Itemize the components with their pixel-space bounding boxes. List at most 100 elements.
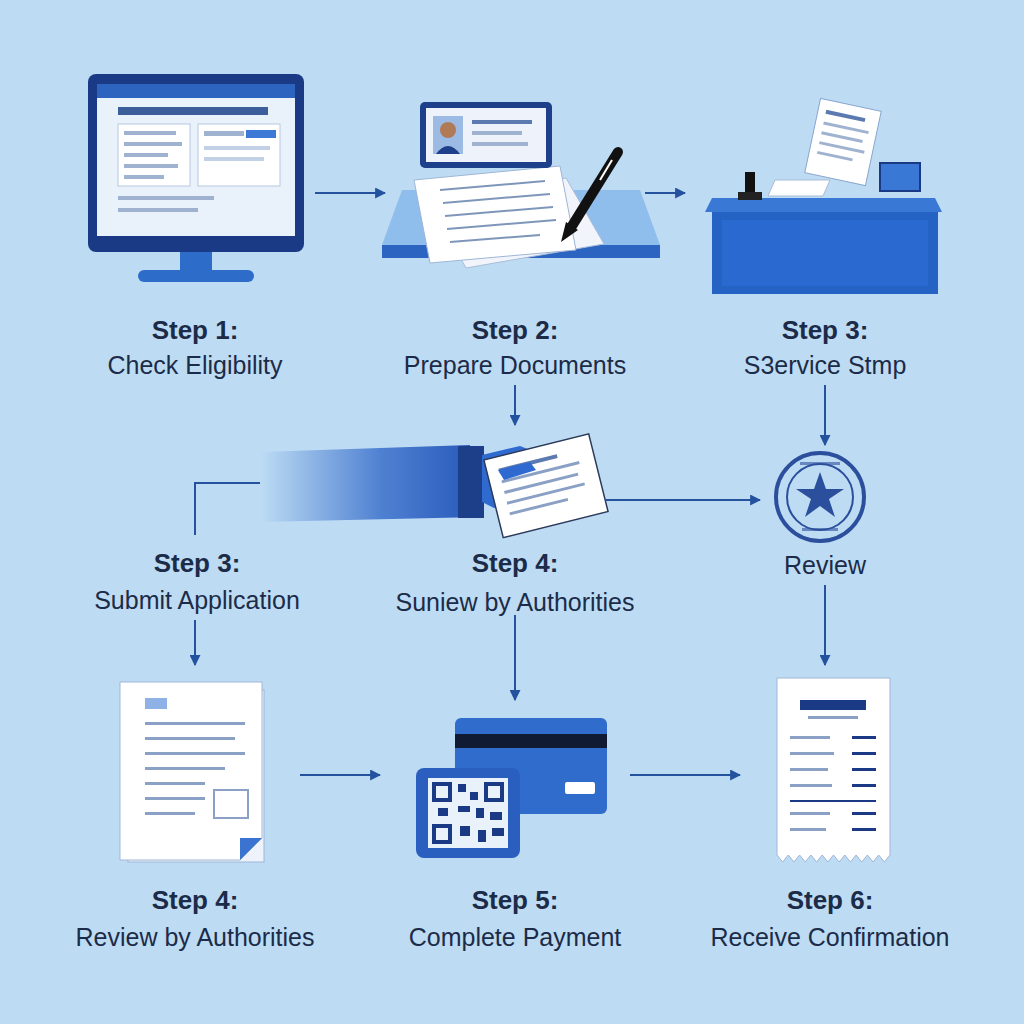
step-label: S3ervice Stmp	[744, 353, 907, 378]
screen-header	[97, 84, 295, 98]
page-header-block	[145, 698, 167, 709]
flow-arrow	[824, 585, 826, 665]
screen-line	[124, 142, 182, 146]
document-line	[817, 151, 853, 161]
flow-arrow	[824, 385, 826, 445]
pen-body	[572, 152, 618, 226]
screen-line	[124, 131, 176, 135]
qr-module	[490, 812, 502, 820]
step-label: Review	[784, 553, 866, 578]
pen-clip	[600, 160, 612, 180]
step-number: Step 3:	[154, 550, 241, 576]
flow-arrow	[194, 620, 196, 665]
screen-line	[124, 153, 168, 157]
paper-line	[440, 181, 545, 190]
id-line	[472, 131, 522, 135]
qr-module	[458, 784, 466, 792]
step-label: Complete Payment	[409, 925, 622, 950]
step-node: Step 5: Complete Payment	[380, 700, 630, 950]
receipt-line	[790, 828, 826, 831]
id-photo	[433, 116, 463, 154]
flow-arrow	[605, 499, 760, 501]
receipt	[777, 678, 890, 862]
receipt-line	[790, 812, 830, 815]
pen-tip	[561, 222, 578, 242]
receipt-line	[790, 736, 830, 739]
screen-title-bar	[118, 107, 268, 115]
standing-document	[805, 98, 881, 185]
flow-arrow	[514, 615, 516, 700]
flow-arrow	[300, 774, 380, 776]
step-node: Step 4:Review by Authorities	[90, 665, 300, 950]
page-line	[145, 737, 235, 740]
screen-button	[246, 130, 276, 138]
page-fold	[240, 838, 262, 860]
id-line	[472, 142, 528, 146]
counter-top	[705, 198, 942, 212]
stamp-handle	[745, 172, 755, 194]
qr-finder	[432, 824, 452, 844]
monitor-neck	[180, 252, 212, 272]
step-number: Step 1:	[152, 317, 239, 343]
qr-module	[470, 792, 478, 800]
document-line	[507, 482, 585, 504]
step-number: Step 5:	[472, 887, 559, 913]
page-line	[145, 767, 225, 770]
qr-module	[438, 808, 448, 816]
receipt-line	[790, 768, 828, 771]
seal-outer-ring	[776, 453, 864, 541]
page-line	[145, 812, 195, 815]
screen-line	[124, 164, 178, 168]
card-chip	[565, 782, 595, 794]
step-node: Step 3: Submit Application	[70, 535, 320, 620]
seal-inner-ring	[787, 464, 853, 530]
receipt-line	[790, 752, 834, 755]
id-photo-face	[440, 122, 456, 138]
document-line	[819, 141, 865, 153]
id-card	[420, 102, 552, 168]
step-node: Review	[760, 445, 890, 585]
paper-line	[443, 194, 550, 203]
qr-finder	[484, 782, 504, 802]
sleeve	[260, 445, 480, 522]
step-node: Step 4:Suniew by Authorities	[260, 425, 605, 615]
receipt-amount	[852, 736, 876, 739]
receipt-line	[808, 716, 858, 719]
step-label: Check Eligibility	[107, 353, 282, 378]
desk-tray	[880, 163, 920, 191]
step-label: Prepare Documents	[404, 353, 626, 378]
page-box	[214, 790, 248, 818]
card-stripe	[455, 734, 607, 748]
paper-sheet	[414, 166, 576, 263]
receipt-rule	[790, 800, 876, 802]
document-line	[823, 122, 869, 134]
screen-line	[204, 157, 264, 161]
step-number: Step 2:	[472, 317, 559, 343]
id-card-face	[426, 108, 546, 162]
page-front	[120, 682, 262, 860]
id-photo-body	[436, 146, 460, 154]
flow-arrow	[630, 774, 740, 776]
step-label: Submit Application	[94, 588, 300, 613]
screen-line	[118, 196, 214, 200]
document-line	[825, 110, 865, 122]
qr-field	[428, 778, 508, 848]
seal-mark	[800, 462, 840, 465]
seal-mark	[802, 528, 838, 531]
id-line	[472, 120, 532, 124]
qr-finder-hole	[436, 786, 448, 798]
cuff	[458, 446, 484, 518]
paper-line	[450, 235, 540, 242]
document-line	[821, 131, 863, 143]
flow-arrow	[514, 385, 516, 425]
receipt-header	[800, 700, 866, 710]
step-number: Step 6:	[787, 887, 874, 913]
page-line	[145, 782, 205, 785]
receipt-amount	[852, 828, 876, 831]
qr-module	[492, 828, 504, 836]
flow-arrow	[195, 483, 260, 535]
counter-panel	[722, 220, 928, 286]
receipt-line	[790, 784, 832, 787]
